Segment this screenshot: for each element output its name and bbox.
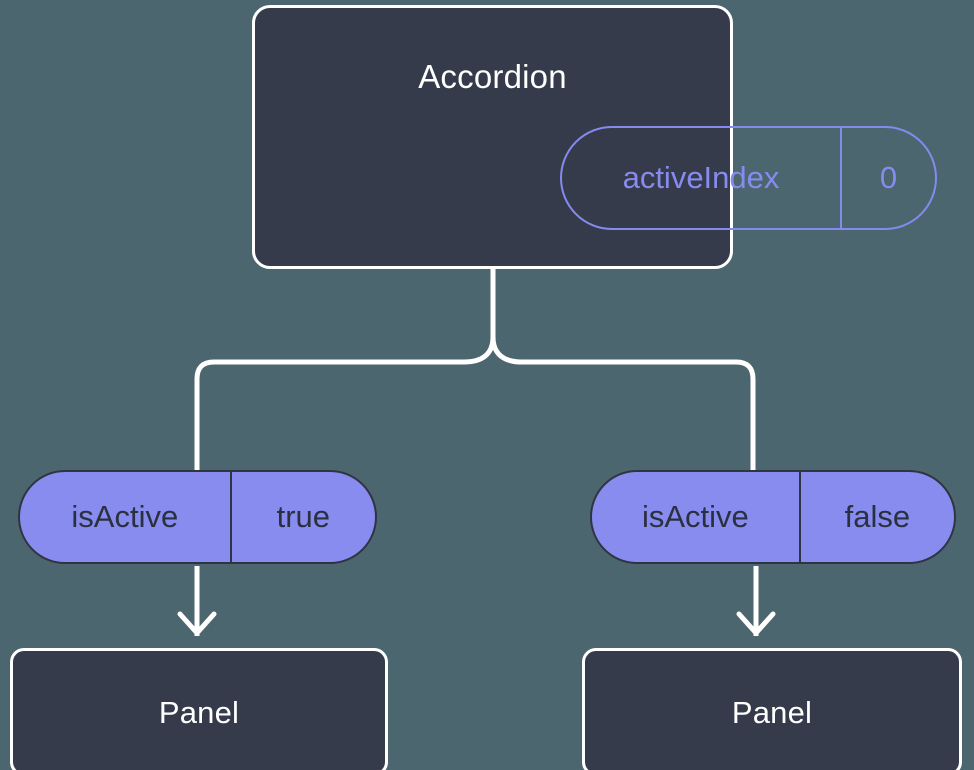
edge-to-left-pill bbox=[194, 359, 217, 473]
arrow-left-head-icon bbox=[177, 611, 217, 636]
accordion-state-badge[interactable]: activeIndex 0 bbox=[560, 126, 937, 230]
right-prop-key: isActive bbox=[641, 499, 749, 534]
edge-fork-mirror bbox=[211, 334, 496, 365]
right-prop-value: false bbox=[798, 472, 954, 562]
accordion-component-card[interactable]: Accordion activeIndex 0 bbox=[252, 5, 937, 269]
left-prop-key: isActive bbox=[71, 499, 179, 534]
edge-to-right-pill bbox=[733, 359, 756, 473]
left-panel-component-label: Panel bbox=[158, 695, 240, 730]
left-prop-badge[interactable]: isActive true bbox=[18, 470, 377, 564]
left-panel-component-card[interactable]: Panel bbox=[10, 648, 388, 770]
right-panel-component-label: Panel bbox=[731, 695, 813, 730]
accordion-state-value: 0 bbox=[840, 128, 935, 228]
right-panel-component-card[interactable]: Panel bbox=[582, 648, 962, 770]
accordion-state-key: activeIndex bbox=[622, 160, 780, 195]
accordion-component-label: Accordion bbox=[418, 58, 567, 95]
left-prop-value: true bbox=[229, 472, 375, 562]
edge-fork bbox=[490, 334, 739, 365]
right-prop-badge[interactable]: isActive false bbox=[590, 470, 956, 564]
arrow-right-head-icon bbox=[736, 611, 776, 636]
